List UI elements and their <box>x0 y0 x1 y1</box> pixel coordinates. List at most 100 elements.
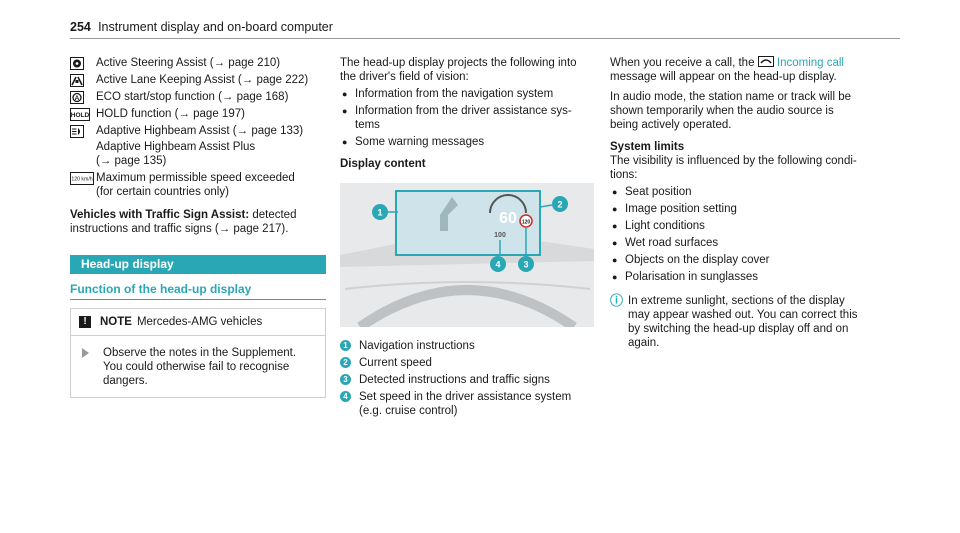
phone-icon <box>757 56 774 67</box>
bullet-item: ●Polarisation in sunglasses <box>610 270 866 284</box>
bullet-icon: ● <box>612 187 618 197</box>
bullet-text: Wet road surfaces <box>625 237 719 249</box>
icon-list-text: HOLD function (→ page 197) <box>96 108 245 120</box>
steering-assist-icon <box>70 57 96 70</box>
legend-text: Set speed in the driver assistance syste… <box>359 391 572 403</box>
icon-list-text: (for certain countries only) <box>96 186 229 198</box>
note-text: dangers. <box>103 375 148 387</box>
legend-text: (e.g. cruise control) <box>359 405 458 417</box>
hold-icon-label: HOLD <box>71 112 90 119</box>
icon-list-text: Maximum permissible speed exceeded <box>96 172 295 184</box>
callout-marker <box>490 256 506 272</box>
legend-item: 1 Navigation instructions <box>340 339 596 353</box>
bullet-item: ● Seat position <box>610 185 866 199</box>
callout-bubble: 1 <box>340 340 351 351</box>
icon-list-text: Adaptive Highbeam Assist (→ page 133) <box>96 125 304 137</box>
icon-list-text: ECO start/stop function (→ page 168) <box>96 91 289 103</box>
system-limits-intro: tions: <box>610 169 638 181</box>
icon-list-item: Active Lane Keeping Assist (→ page 222) <box>70 73 326 87</box>
callout-number: 3 <box>523 260 528 270</box>
info-note: ⓘ In extreme sunlight, sections of the d… <box>610 294 866 350</box>
traffic-sign-assist-note: Vehicles with Traffic Sign Assist: detec… <box>70 208 326 236</box>
column-2: The head-up display projects the followi… <box>340 56 596 418</box>
current-speed-readout: 60 <box>499 210 517 227</box>
column-1: Active Steering Assist (→ page 210) Acti… <box>70 56 326 398</box>
call-text-start: When you receive a call, the <box>610 57 758 69</box>
incoming-call-label: Incoming call <box>776 57 844 69</box>
bullet-text: Objects on the display cover <box>625 254 770 266</box>
page-number: 254 <box>70 20 91 34</box>
note-box: ! NOTE Mercedes-AMG vehicles Observe the… <box>70 308 326 398</box>
display-content-heading: Display content <box>340 158 426 170</box>
bullet-icon: ● <box>612 221 618 231</box>
call-text: When you receive a call, the Incoming ca… <box>610 56 866 70</box>
callout-bubble: 2 <box>340 357 351 368</box>
note-body: Observe the notes in the Supplement. You… <box>71 336 325 397</box>
bullet-text: tems <box>355 119 380 131</box>
note-title: Mercedes-AMG vehicles <box>136 316 263 328</box>
bullet-item: ● Information from the driver assistance … <box>340 104 596 132</box>
speed-exceeded-icon-label: 120 km/h <box>71 177 92 183</box>
note-text: You could otherwise fail to recognise <box>103 361 290 373</box>
icon-list-text: Active Steering Assist (→ page 210) <box>96 57 281 69</box>
legend-item: 4 Set speed in the driver assistance syst… <box>340 390 596 418</box>
steering-wheel-rim <box>357 285 577 327</box>
bullet-icon: ● <box>342 106 348 116</box>
instruction-arrow-icon <box>82 348 89 358</box>
bullet-text: Seat position <box>625 186 692 198</box>
highbeam-icon <box>70 125 96 138</box>
bullet-text: Information from the navigation system <box>355 88 554 100</box>
icon-list-item: A ECO start/stop function (→ page 168) <box>70 90 326 104</box>
legend-text: Navigation instructions <box>359 340 475 352</box>
speed-exceeded-icon: 120 km/h <box>70 172 96 185</box>
callout-number: 4 <box>495 260 500 270</box>
bullet-item: ●Objects on the display cover <box>610 253 866 267</box>
intro-text: The head-up display projects the followi… <box>340 57 577 69</box>
icon-list-item: Active Steering Assist (→ page 210) <box>70 56 326 70</box>
icon-list-text: Active Lane Keeping Assist (→ page 222) <box>96 74 309 86</box>
icon-list-item: 120 km/h Maximum permissible speed excee… <box>70 171 326 199</box>
bullet-item: ● Some warning messages <box>340 135 596 149</box>
svg-text:A: A <box>75 95 80 102</box>
callout-bubble: 3 <box>340 374 351 385</box>
page-header: 254 Instrument display and on-board comp… <box>70 20 900 36</box>
set-speed-readout: 100 <box>494 232 506 239</box>
audio-mode-text: In audio mode, the station name or track… <box>610 91 851 103</box>
system-limits-heading: System limits <box>610 141 685 153</box>
callout-bubble: 4 <box>340 391 351 402</box>
callout-number: 1 <box>377 208 382 218</box>
bullet-icon: ● <box>612 272 618 282</box>
info-icon: ⓘ <box>610 293 624 308</box>
intro-text: the driver's field of vision: <box>340 71 469 83</box>
speed-limit-sign-value: 120 <box>522 220 531 226</box>
bullet-text: Some warning messages <box>355 136 485 148</box>
legend-text: Current speed <box>359 357 432 369</box>
traffic-sign-assist-label: Vehicles with Traffic Sign Assist: <box>70 209 250 221</box>
bullet-text: Information from the driver assistance s… <box>355 105 572 117</box>
icon-list-subtext: Adaptive Highbeam Assist Plus <box>96 141 256 153</box>
audio-mode-text: shown temporarily when the audio source … <box>610 105 834 117</box>
traffic-sign-assist-text: instructions and traffic signs (→ page 2… <box>70 223 289 235</box>
info-text: again. <box>628 337 660 349</box>
legend-item: 2 Current speed <box>340 356 596 370</box>
bullet-item: ●Image position setting <box>610 202 866 216</box>
page-header-title: Instrument display and on-board computer <box>98 20 333 34</box>
bullet-icon: ● <box>342 137 348 147</box>
info-text: may appear washed out. You can correct t… <box>628 309 858 321</box>
icon-list-item: Adaptive Highbeam Assist (→ page 133) Ad… <box>70 124 326 168</box>
traffic-sign-assist-text: detected <box>249 209 297 221</box>
column-3: When you receive a call, the Incoming ca… <box>610 56 866 350</box>
bullet-item: ● Light conditions <box>610 219 866 233</box>
bullet-text: Light conditions <box>625 220 705 232</box>
info-text: by switching the head-up display off and… <box>628 323 849 335</box>
icon-list-subtext: (→ page 135) <box>96 155 167 167</box>
section-heading-bar: Head-up display <box>70 255 326 274</box>
info-text: In extreme sunlight, sections of the dis… <box>628 295 845 307</box>
note-text: Observe the notes in the Supplement. <box>103 347 297 359</box>
bullet-icon: ● <box>612 204 618 214</box>
bullet-icon: ● <box>612 238 618 248</box>
icon-list-item: HOLD HOLD function (→ page 197) <box>70 107 326 121</box>
warning-exclamation-icon: ! <box>79 316 91 328</box>
audio-mode-text: being actively operated. <box>610 119 732 131</box>
